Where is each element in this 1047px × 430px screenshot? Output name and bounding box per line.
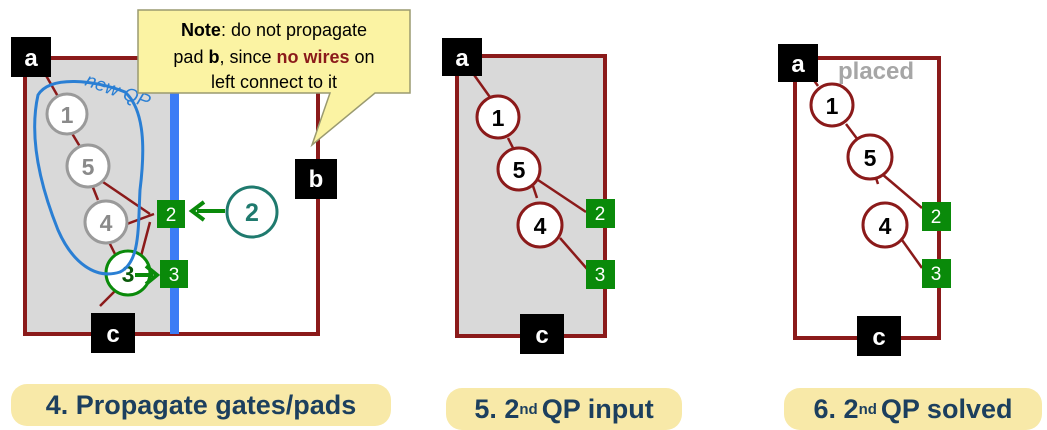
caption-qp-input-num: 5. 2 bbox=[474, 393, 520, 424]
note-line-2: pad b, since no wires on bbox=[173, 47, 374, 67]
caption-qp-input-sup: nd bbox=[519, 400, 538, 418]
pad-2-p3-label: 2 bbox=[931, 207, 942, 228]
pad-3-p3: 3 bbox=[922, 259, 951, 288]
caption-qp-solved-sup: nd bbox=[858, 400, 877, 418]
pad-3-p2: 3 bbox=[586, 260, 615, 289]
gate-4-p3-label: 4 bbox=[879, 213, 892, 239]
pad-a-2-label: a bbox=[455, 45, 469, 72]
propagate-arrow-2 bbox=[188, 200, 225, 222]
pad-2-p2: 2 bbox=[586, 199, 615, 228]
pad-3-p2-label: 3 bbox=[595, 265, 606, 286]
caption-qp-input-rest: QP input bbox=[541, 393, 654, 424]
pad-2-propagated: 2 bbox=[157, 200, 185, 228]
chip-outline-2 bbox=[455, 54, 607, 338]
pad-a-label: a bbox=[24, 45, 38, 72]
pad-3-p3-label: 3 bbox=[931, 264, 942, 285]
pad-2-p2-label: 2 bbox=[595, 204, 606, 225]
gate-4-grey: 4 bbox=[83, 199, 129, 245]
gate-5-p2-label: 5 bbox=[513, 157, 526, 183]
pad-c-2-label: c bbox=[535, 322, 548, 349]
incoming-gate-2: 2 bbox=[225, 185, 279, 239]
pad-a-3-label: a bbox=[791, 51, 805, 78]
gate-4-label: 4 bbox=[100, 210, 113, 236]
gate-1-grey: 1 bbox=[45, 92, 89, 136]
gate-5-p3-label: 5 bbox=[864, 145, 877, 171]
gate-1-p2: 1 bbox=[475, 94, 521, 140]
pad-2-p3: 2 bbox=[922, 202, 951, 231]
gate-5-grey: 5 bbox=[65, 143, 111, 189]
gate-4-p2-label: 4 bbox=[534, 213, 547, 239]
incoming-gate-2-label: 2 bbox=[245, 199, 259, 227]
gate-5-label: 5 bbox=[82, 154, 95, 180]
pad-c: c bbox=[91, 313, 135, 353]
note-callout: Note: do not propagate pad b, since no w… bbox=[137, 9, 411, 148]
caption-qp-solved-rest: QP solved bbox=[880, 393, 1013, 424]
gate-4-p3: 4 bbox=[861, 201, 909, 249]
pad-3-label: 3 bbox=[169, 265, 180, 286]
panel-qp-solved: placed a c 1 5 4 2 bbox=[778, 44, 951, 356]
panel-qp-input: a c 1 5 4 2 3 bbox=[442, 38, 615, 354]
gate-1-p3-label: 1 bbox=[826, 93, 839, 119]
pad-b: b bbox=[295, 159, 337, 199]
pad-c-2: c bbox=[520, 314, 564, 354]
propagate-arrow-3 bbox=[135, 264, 161, 286]
pad-a: a bbox=[11, 37, 51, 77]
pad-a-2: a bbox=[442, 38, 482, 76]
gate-1-p3: 1 bbox=[809, 82, 855, 128]
caption-propagate-text: 4. Propagate gates/pads bbox=[45, 389, 357, 420]
gate-1-label: 1 bbox=[61, 102, 74, 128]
pad-b-label: b bbox=[309, 166, 324, 193]
pad-c-label: c bbox=[106, 321, 119, 348]
gate-1-p2-label: 1 bbox=[492, 105, 505, 131]
note-line-1: Note: do not propagate bbox=[181, 20, 367, 40]
wires-panel2 bbox=[470, 71, 589, 271]
placed-label: placed bbox=[838, 58, 914, 85]
panel-propagate: a c b 1 5 4 3 new QP 2 bbox=[11, 9, 411, 353]
gate-5-p2: 5 bbox=[496, 146, 542, 192]
caption-qp-solved-num: 6. 2 bbox=[813, 393, 859, 424]
handwritten-outline bbox=[33, 80, 145, 276]
gate-4-p2: 4 bbox=[516, 201, 564, 249]
gate-5-p3: 5 bbox=[846, 133, 894, 181]
note-line-3: left connect to it bbox=[211, 72, 337, 92]
pad-c-3: c bbox=[857, 316, 901, 356]
pad-c-3-label: c bbox=[872, 324, 885, 351]
pad-a-3: a bbox=[778, 44, 818, 82]
pad-2-label: 2 bbox=[166, 205, 177, 226]
caption-propagate: 4. Propagate gates/pads bbox=[11, 384, 391, 426]
pad-3-propagated: 3 bbox=[160, 260, 188, 288]
